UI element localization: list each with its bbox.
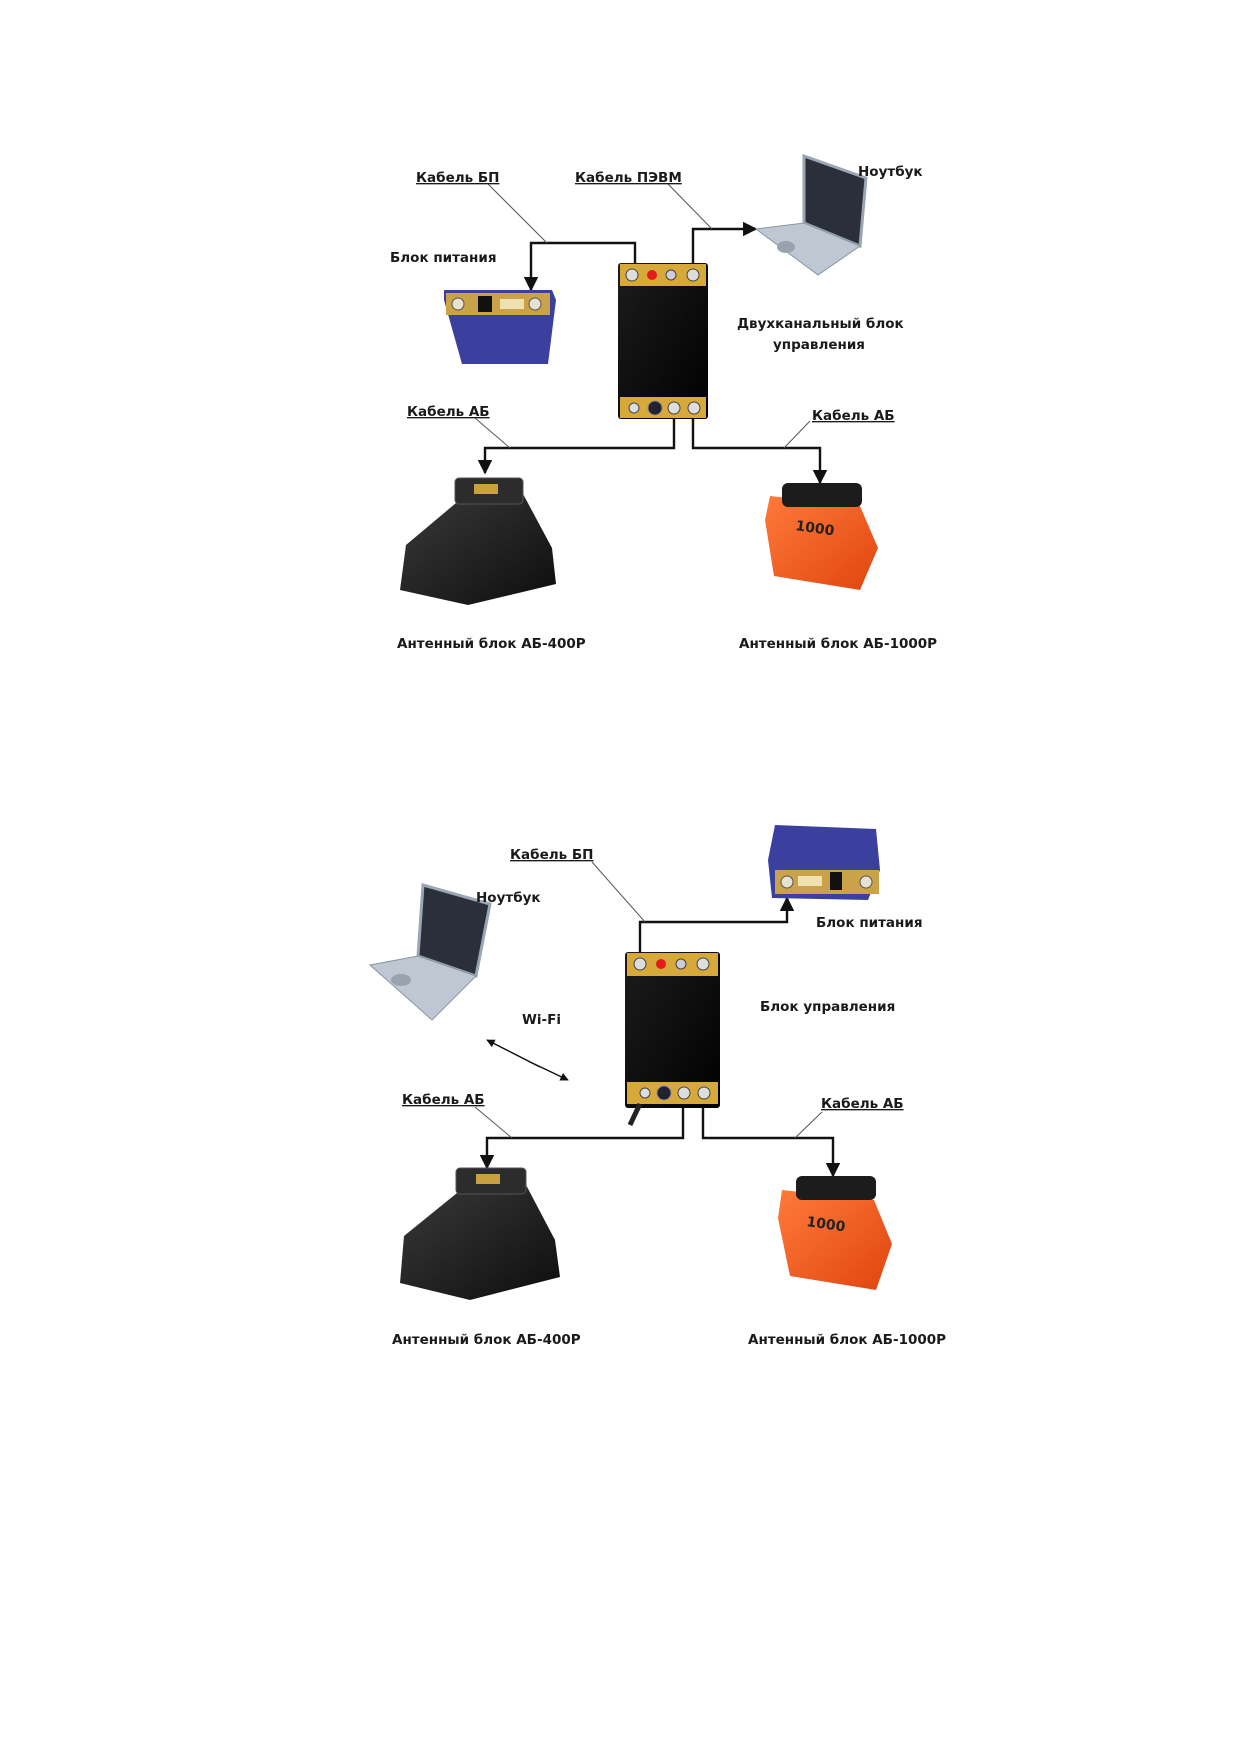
wire-control-to-antenna-400-2 xyxy=(479,1104,685,1170)
leader-cable-psu-2 xyxy=(591,861,646,923)
label-antenna-1000-2: Антенный блок АБ-1000Р xyxy=(748,1332,946,1348)
label-control-unit-line2: управления xyxy=(773,337,865,353)
laptop-device-2 xyxy=(368,883,492,1021)
label-cable-ab-left-2: Кабель АБ xyxy=(402,1092,485,1108)
label-laptop-2: Ноутбук xyxy=(476,890,541,906)
wire-control-to-antenna-1000 xyxy=(691,417,828,485)
wires-2 xyxy=(474,861,841,1178)
label-cable-pc: Кабель ПЭВМ xyxy=(575,170,682,186)
leader-cable-pc xyxy=(667,183,713,230)
label-cable-ab-left-1: Кабель АБ xyxy=(407,404,490,420)
label-antenna-400-1: Антенный блок АБ-400Р xyxy=(397,636,586,652)
label-power-unit-2: Блок питания xyxy=(816,915,923,931)
wire-control-to-antenna-400 xyxy=(477,417,676,475)
label-cable-psu-2: Кабель БП xyxy=(510,847,593,863)
control-unit-device-2 xyxy=(625,952,720,1127)
antenna-1000-device-1: 1000 xyxy=(765,483,878,590)
wire-psu-to-control xyxy=(523,241,637,292)
leader-cable-psu xyxy=(487,183,548,244)
wire-control-to-psu xyxy=(638,896,795,954)
diagram-2: 1000 Кабель БП Ноутбук Блок питания Wi-F… xyxy=(368,825,946,1348)
label-wifi: Wi-Fi xyxy=(522,1012,561,1028)
label-control-unit-line1: Двухканальный блок xyxy=(737,316,904,332)
wifi-signal-arrow xyxy=(486,1039,569,1081)
antenna-1000-device-2: 1000 xyxy=(778,1176,892,1290)
wire-control-to-antenna-1000-2 xyxy=(701,1104,841,1178)
antenna-400-device-2 xyxy=(400,1167,560,1300)
power-unit-device xyxy=(444,290,556,364)
control-unit-device xyxy=(618,263,708,419)
label-antenna-400-2: Антенный блок АБ-400Р xyxy=(392,1332,581,1348)
label-cable-ab-right-1: Кабель АБ xyxy=(812,408,895,424)
label-cable-ab-right-2: Кабель АБ xyxy=(821,1096,904,1112)
label-laptop-1: Ноутбук xyxy=(858,164,923,180)
label-cable-psu-1: Кабель БП xyxy=(416,170,499,186)
laptop-device-1 xyxy=(754,153,868,276)
leader-cable-ab-left-2 xyxy=(474,1106,513,1139)
wires-1 xyxy=(474,183,828,485)
power-unit-device-2 xyxy=(768,825,880,900)
antenna-400-device-1 xyxy=(400,477,556,605)
leader-cable-ab-left xyxy=(474,417,511,449)
antenna-1000-badge-2: 1000 xyxy=(805,1214,846,1235)
leader-cable-ab-right xyxy=(783,420,811,449)
leader-cable-ab-right-2 xyxy=(794,1111,823,1139)
label-control-unit-2: Блок управления xyxy=(760,999,895,1015)
antenna-1000-badge-1: 1000 xyxy=(794,518,835,539)
label-antenna-1000-1: Антенный блок АБ-1000Р xyxy=(739,636,937,652)
wire-control-to-laptop xyxy=(691,221,758,265)
diagram-1: 1000 Кабель БП Кабель ПЭВМ Ноутбук Блок … xyxy=(390,153,937,652)
label-power-unit-1: Блок питания xyxy=(390,250,497,266)
